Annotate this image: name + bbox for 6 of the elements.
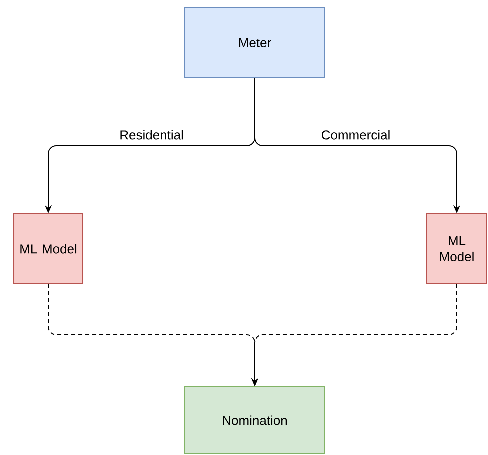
process-box: ML Model [14,214,84,284]
process-box: Nomination [184,386,326,454]
process-box: Meter [184,8,326,78]
edge-label: Commercial [322,130,390,140]
edge-label: Residential [120,130,184,140]
process-box: ML Model [426,214,488,284]
